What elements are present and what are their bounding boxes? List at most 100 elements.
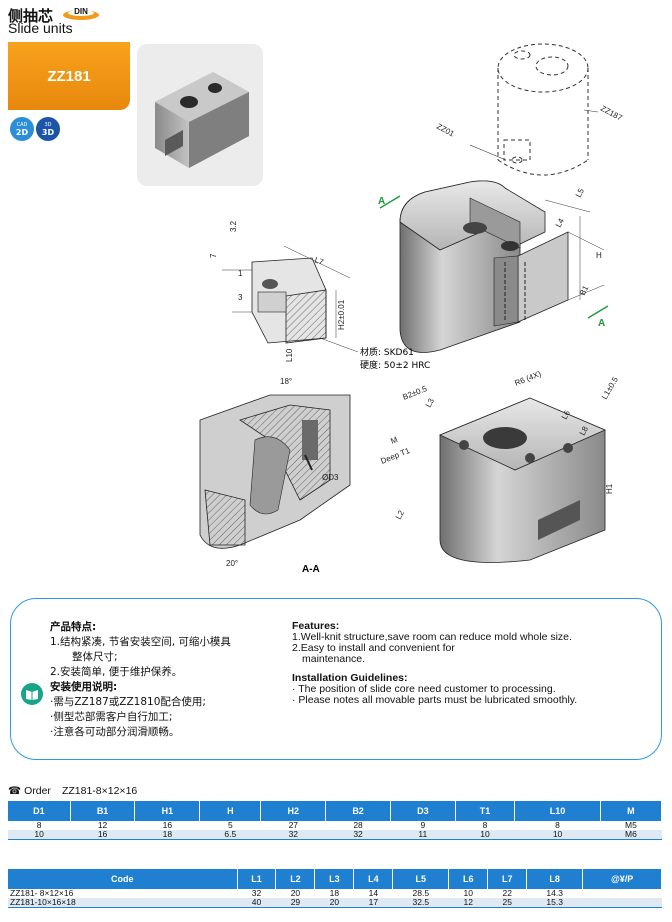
table-cell: 29 [275,898,315,908]
table-cell: 40 [237,898,276,908]
table-header-cell: H [199,801,262,821]
features-cn-title: 产品特点: [50,621,97,633]
section-a-top: A [378,196,385,207]
product-photo [137,44,263,186]
order-label: Order [24,785,51,797]
svg-text:1: 1 [238,269,243,278]
table-cell: 27 [260,821,326,830]
table-header-cell: Code [8,869,238,889]
table-cell: 28.5 [392,889,449,898]
section-title: A-A [302,564,320,575]
table-cell: 8 [514,821,601,830]
table-header-cell: L7 [487,869,528,889]
table-header-cell: L8 [526,869,584,889]
slide-core-view [222,245,351,344]
table-cell [582,898,662,908]
features-cn-item: 1.结构紧凑, 节省安装空间, 可缩小模具 [50,636,231,648]
table-cell: 10 [514,830,601,840]
table-header-cell: D1 [8,801,71,821]
table-header-cell: @¥/P [582,869,662,889]
table-cell: 12 [70,821,135,830]
features-cn-item: 整体尺寸; [72,651,118,663]
svg-text:3.2: 3.2 [229,220,238,232]
features-cn-item: 2.安装简单, 便于维护保养。 [50,666,183,678]
table-header-cell: H2 [260,801,327,821]
table-cell: 9 [390,821,456,830]
zz187-label: ZZ187 [599,104,624,123]
page-title-en: Slide units [8,20,73,36]
table-cell: 17 [353,898,393,908]
table-header-cell: L4 [353,869,394,889]
table-header-cell: L6 [448,869,489,889]
svg-text:20°: 20° [226,559,238,568]
table-cell: 8 [8,821,71,830]
table-header-cell: T1 [455,801,516,821]
table-cell: 14.3 [526,889,583,898]
svg-text:L3: L3 [424,396,436,409]
svg-text:Deep T1: Deep T1 [379,446,411,466]
table-cell: 32.5 [392,898,449,908]
svg-text:B2±0.5: B2±0.5 [401,384,428,402]
order-example: ZZ181-8×12×16 [61,785,138,797]
table-cell: 12 [448,898,488,908]
zz01-label: ZZ01 [435,122,456,139]
table-cell: 10 [455,830,515,840]
svg-text:L2: L2 [394,508,406,521]
table-cell: 25 [487,898,527,908]
install-en-title: Installation Guidelines: [292,672,408,684]
product-code: ZZ181 [47,67,91,85]
table-cell: 6.5 [199,830,261,840]
svg-text:3: 3 [238,293,243,302]
book-icon [21,683,43,705]
svg-text:L1±0.5: L1±0.5 [600,375,620,401]
svg-text:B1: B1 [578,284,591,297]
features-cn: 产品特点: 1.结构紧凑, 节省安装空间, 可缩小模具 整体尺寸; 2.安装简单… [50,620,290,740]
install-en-item: · The position of slide core need custom… [292,683,556,695]
section-view [199,394,351,549]
table-cell: 32 [237,889,276,898]
install-cn-item: ·需与ZZ187或ZZ1810配合使用; [50,696,206,708]
features-en-item: 1.Well-knit structure,save room can redu… [292,631,572,643]
dashed-mating-part [497,43,589,176]
table-cell: 10 [8,830,71,840]
table-header-cell: L10 [514,801,601,821]
table-cell: 11 [390,830,456,840]
svg-text:L7: L7 [313,255,325,267]
page-title-cn: 侧抽芯 [8,7,54,25]
svg-text:ØD3: ØD3 [322,473,339,482]
svg-text:L5: L5 [574,186,586,199]
table-header-cell: L5 [392,869,450,889]
svg-text:18°: 18° [280,377,292,386]
table-cell: 15.3 [526,898,583,908]
table-cell: 20 [275,889,315,898]
table-header-cell: L2 [275,869,316,889]
install-cn-item: ·注意各可动部分润滑顺畅。 [50,726,180,738]
features-panel [10,598,662,760]
table-header-cell: L3 [314,869,355,889]
hardness-note: 硬度: 50±2 HRC [360,359,430,371]
table-cell: 16 [134,821,200,830]
table-cell: ZZ181- 8×12×16 [8,889,238,898]
table-header-cell: M [600,801,663,821]
table-cell: 10 [448,889,488,898]
table-cell: 18 [314,889,354,898]
table-header-cell: L1 [237,869,277,889]
technical-drawing: ZZ187 ZZ01 A A L5 L4 H B1 [140,30,670,590]
table-header-cell: B2 [325,801,391,821]
table-cell: 32 [325,830,391,840]
table-header-cell: D3 [390,801,456,821]
table-cell: 18 [134,830,200,840]
install-cn-item: ·侧型芯部需客户自行加工; [50,711,173,723]
features-en-title: Features: [292,620,340,632]
svg-text:H2±0.01: H2±0.01 [337,299,346,330]
table-cell: 16 [70,830,135,840]
svg-text:7: 7 [209,253,218,258]
svg-text:R6 (4X): R6 (4X) [513,369,542,388]
install-cn-title: 安装使用说明: [50,681,118,693]
